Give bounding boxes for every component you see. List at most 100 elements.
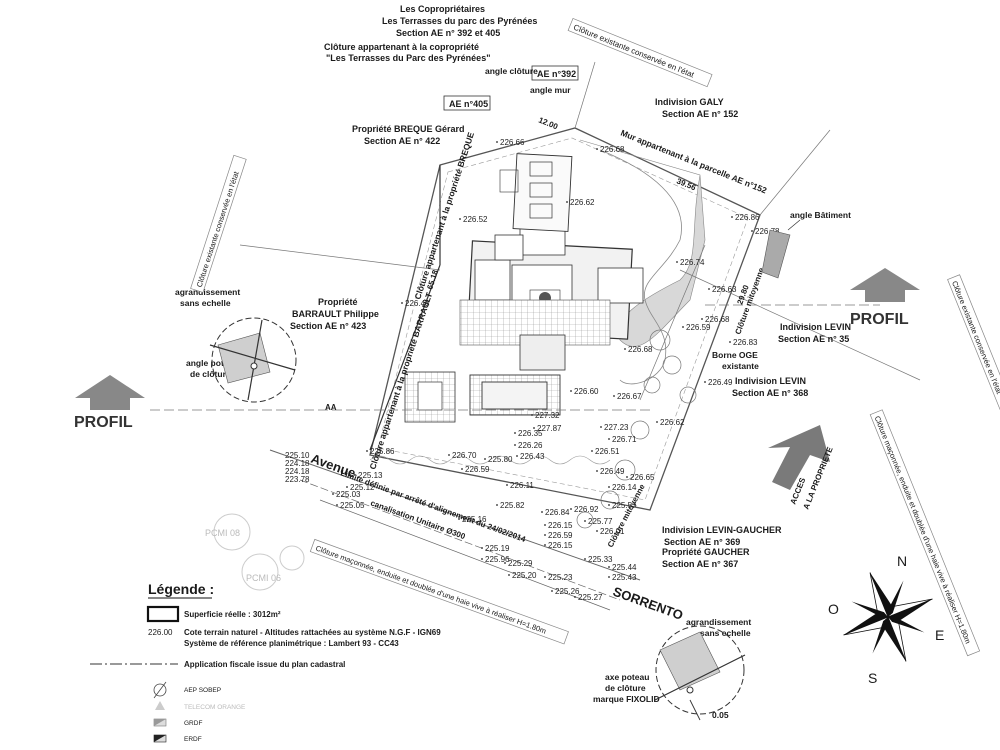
legend-application: Application fiscale issue du plan cadast…: [184, 660, 345, 669]
elevation-point: [366, 450, 368, 452]
elevation-label: 226.15: [548, 541, 573, 550]
elevation-label: 225.80: [488, 455, 513, 464]
dim-12: 12.00: [537, 116, 559, 132]
elevation-label: 226.67: [617, 392, 642, 401]
dim-005-label: 0.05: [712, 710, 729, 720]
legend-cote-2: Système de référence planimétrique : Lam…: [184, 639, 399, 648]
elevation-point: [508, 574, 510, 576]
elevation-point: [608, 486, 610, 488]
cloture-existante-box-top: Clôture existante conservée en l'état: [567, 17, 713, 88]
elevation-point: [336, 504, 338, 506]
elevation-label: 225.29: [508, 559, 533, 568]
elevation-point: [570, 390, 572, 392]
levin35-2: Section AE n° 35: [778, 334, 849, 344]
profil-arrow-right: PROFIL: [850, 268, 920, 328]
legend-erdf: ERDF: [184, 736, 202, 743]
elevation-point: [570, 508, 572, 510]
parcel-ref-boxes: AE n°392 AE n°405: [443, 65, 579, 111]
elevation-label: 226.15: [548, 521, 573, 530]
elevation-label: 226.59: [548, 531, 573, 540]
elevation-point: [701, 318, 703, 320]
elevation-label: 226.84: [545, 508, 570, 517]
elevation-point: [584, 520, 586, 522]
elevation-label: 227.32: [535, 411, 560, 420]
trees-east: [576, 329, 697, 529]
copro-title: Les Copropriétaires: [400, 4, 485, 14]
legend: Légende : Superficie réelle : 3012m² 226…: [90, 581, 441, 743]
galy-1: Indivision GALY: [655, 97, 724, 107]
cloture-existante-left: Clôture existante conservée en l'état: [195, 170, 241, 289]
garages: [499, 153, 573, 232]
profil-arrow-left: PROFIL: [74, 375, 145, 431]
elevation-label: 226.11: [510, 481, 534, 490]
compass-n: N: [897, 553, 907, 569]
elevation-point: [506, 484, 508, 486]
detail-circle-left: [209, 317, 297, 403]
levin368-2: Section AE n° 368: [732, 388, 808, 398]
elevation-point: [574, 596, 576, 598]
compass-e: E: [935, 627, 944, 643]
elevation-label: 226.78: [755, 227, 780, 236]
elevation-label: 226.74: [680, 258, 705, 267]
elevation-point: [544, 544, 546, 546]
elevation-point: [484, 458, 486, 460]
elevation-point: [461, 468, 463, 470]
compass-o: O: [828, 601, 839, 617]
gaucher-2: Section AE n° 367: [662, 559, 738, 569]
elevation-label: 225.19: [485, 544, 510, 553]
elevation-point: [596, 470, 598, 472]
legend-grdf: GRDF: [184, 720, 202, 727]
levin35-1: Indivision LEVIN: [780, 322, 851, 332]
elevation-label: 225.57: [612, 501, 637, 510]
pool: [469, 374, 561, 416]
elevation-label: 226.49: [600, 467, 625, 476]
legend-telecom: TELECOM ORANGE: [184, 704, 246, 711]
compass-letters: N E S O: [828, 553, 944, 686]
elevation-point: [751, 230, 753, 232]
parcel-outline: [369, 127, 761, 511]
elevation-label: 227.87: [537, 424, 562, 433]
copro-name: Les Terrasses du parc des Pyrénées: [382, 16, 537, 26]
legend-cote-1: Cote terrain naturel - Altitudes rattach…: [184, 628, 441, 637]
telecom-icon: [155, 701, 165, 710]
elevation-label: 226.49: [708, 378, 733, 387]
elevation-point: [354, 474, 356, 476]
elevation-label: 225.03: [336, 490, 361, 499]
elevation-label: 225.27: [578, 593, 603, 602]
pcm06-label: PCMI 06: [246, 573, 281, 583]
elevation-label: 226.68: [705, 315, 730, 324]
elevation-label: 225.86: [370, 447, 395, 456]
elevation-label: 225.26: [555, 587, 580, 596]
pcm08-label: PCMI 08: [205, 528, 240, 538]
elevation-label: 226.70: [452, 451, 477, 460]
agrandissement-label: agrandissement: [175, 287, 240, 297]
bottom-hedge: [369, 455, 611, 465]
elevation-label: 226.60: [574, 387, 599, 396]
elevation-label: 226.83: [733, 338, 758, 347]
elevation-point: [514, 444, 516, 446]
elevation-label: 226.14: [612, 483, 637, 492]
cloture-copro-2: "Les Terrasses du Parc des Pyrénées": [326, 53, 490, 63]
elevation-label: 226.65: [630, 473, 655, 482]
cloture-existante-right: Clôture existante conservée en l'état: [950, 280, 1000, 396]
angle-mur-label: angle mur: [530, 85, 571, 95]
west-fence: [369, 165, 441, 451]
elevation-point: [656, 421, 658, 423]
elevation-label: 225.16: [462, 515, 487, 524]
elevation-label: 226.51: [595, 447, 620, 456]
elevation-point: [496, 504, 498, 506]
elevation-point: [481, 547, 483, 549]
elevation-label: 225.43: [612, 573, 637, 582]
elevation-label: 226.43: [520, 452, 545, 461]
elevation-point: [504, 562, 506, 564]
elevation-point: [596, 530, 598, 532]
elevation-label: 225.05: [340, 501, 365, 510]
elevation-label: 226.68: [600, 145, 625, 154]
street-elevation-label: 224.18: [285, 467, 310, 476]
owner-labels: Les Copropriétaires Les Terrasses du par…: [290, 4, 851, 569]
angle-batiment-mark: [761, 219, 801, 279]
elevation-point: [591, 450, 593, 452]
compass-s: S: [868, 670, 877, 686]
elevation-point: [459, 218, 461, 220]
